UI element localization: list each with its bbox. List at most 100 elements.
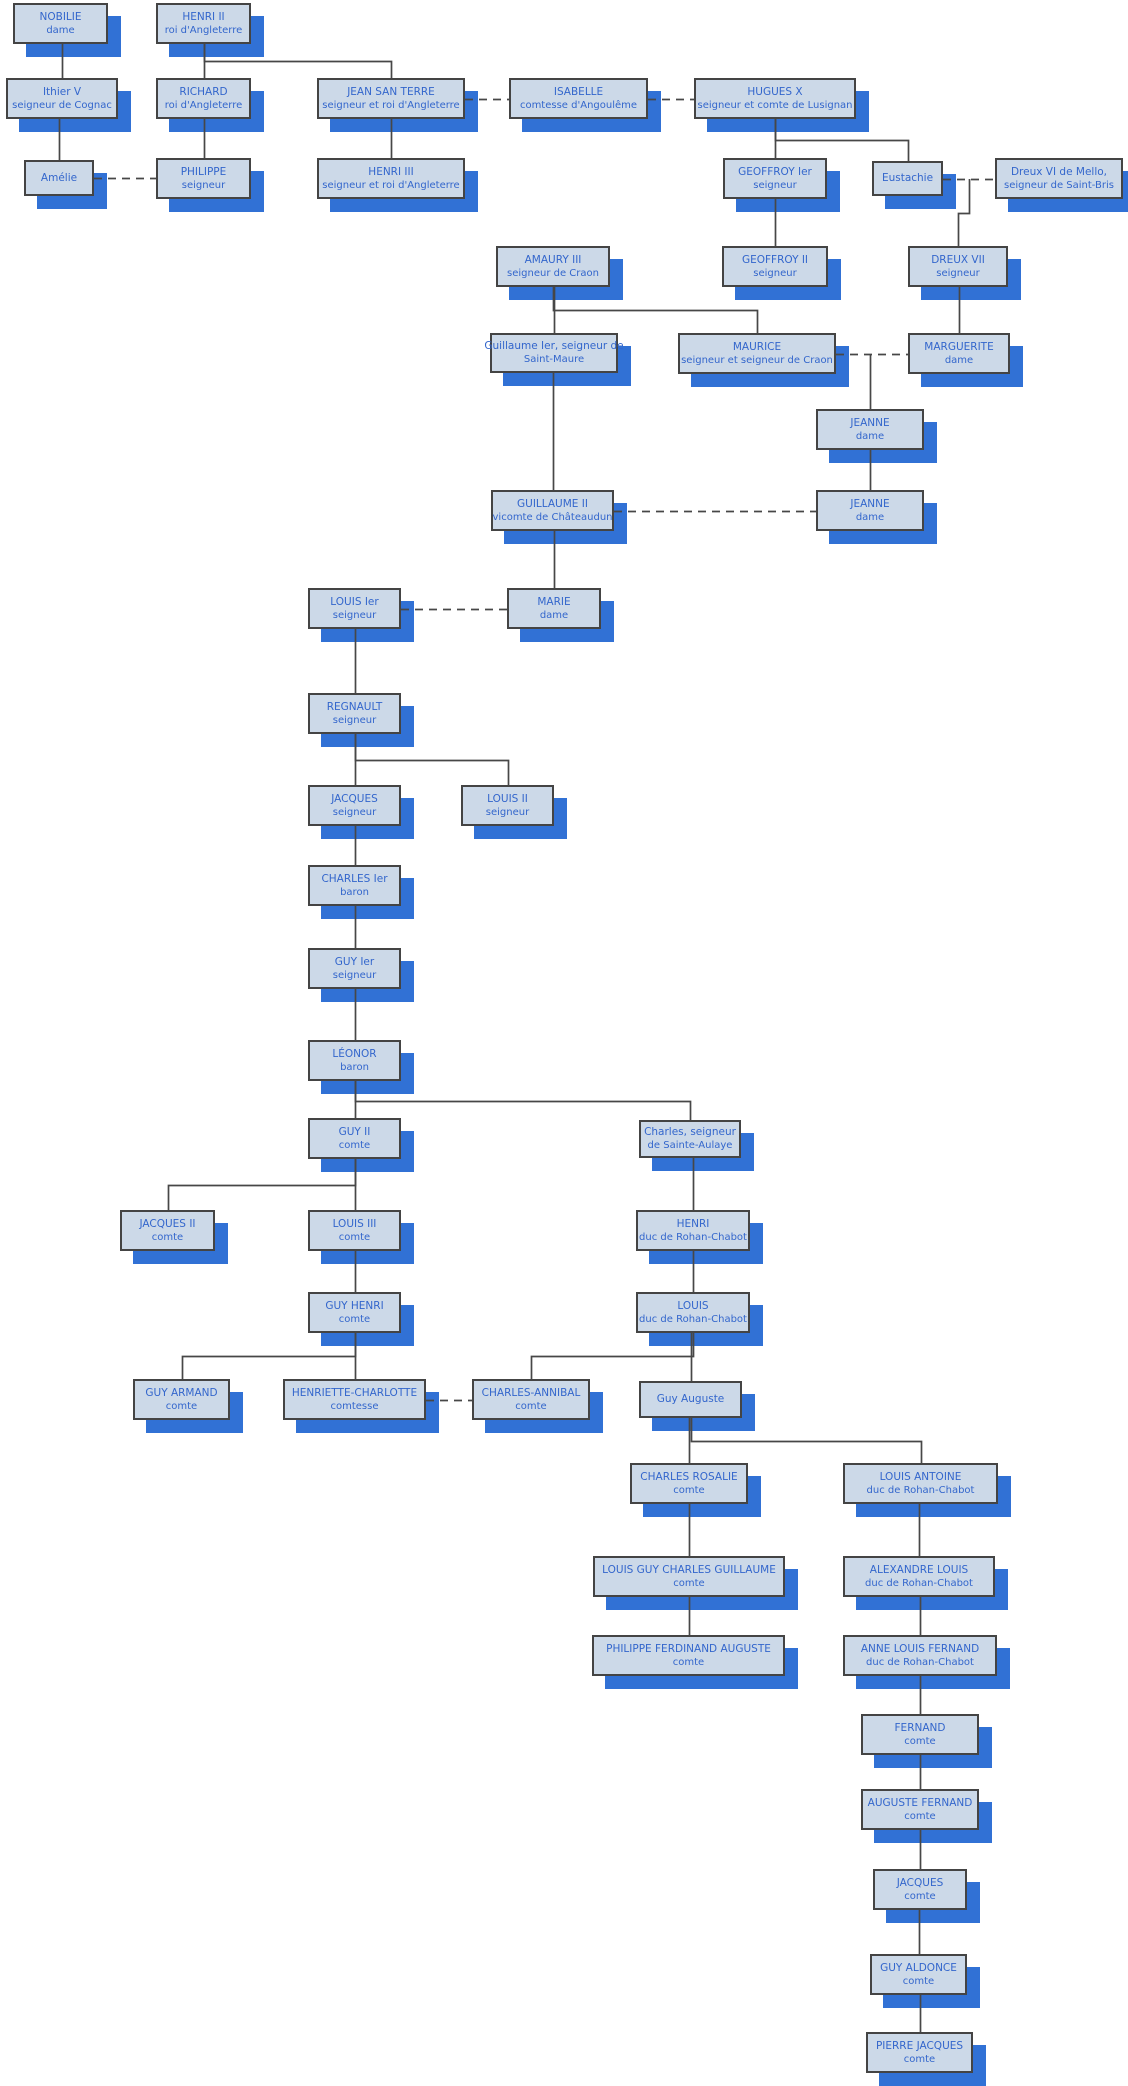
person-name: PHILIPPE FERDINAND AUGUSTE [606, 1642, 771, 1655]
tree-node-dreux6[interactable]: Dreux VI de Mello,seigneur de Saint-Bris [995, 158, 1123, 199]
person-name: MARGUERITE [924, 340, 994, 353]
person-name: LOUIS II [487, 792, 528, 805]
person-name: Ithier V [42, 85, 82, 98]
person-title: seigneur et roi d'Angleterre [322, 179, 460, 191]
person-name: JACQUES II [139, 1217, 196, 1230]
person-title: comte [903, 2053, 936, 2065]
person-title: baron [340, 1061, 369, 1073]
person-name: Eustachie [881, 172, 934, 184]
person-name: PIERRE JACQUES [875, 2039, 964, 2052]
person-title: comte [904, 1810, 936, 1822]
tree-node-amelie[interactable]: Amélie [24, 160, 94, 196]
person-title: seigneur [181, 179, 226, 191]
tree-node-eustachie[interactable]: Eustachie [872, 161, 943, 196]
person-name: HENRI III [368, 165, 414, 178]
person-title: duc de Rohan-Chabot [639, 1313, 747, 1325]
person-name: LOUIS GUY CHARLES GUILLAUME [602, 1563, 776, 1576]
person-name: JACQUES [896, 1876, 944, 1889]
person-name: AMAURY III [524, 253, 582, 266]
person-name: GUY II [338, 1125, 371, 1138]
person-title: seigneur [332, 609, 377, 621]
tree-node-guy_auguste[interactable]: Guy Auguste [639, 1381, 742, 1418]
person-title: baron [340, 886, 369, 898]
person-name: CHARLES ROSALIE [640, 1470, 738, 1483]
person-name: NOBILIE [39, 10, 82, 23]
person-name: HENRI [676, 1217, 710, 1230]
person-title: roi d'Angleterre [164, 24, 243, 36]
person-name: CHARLES Ier [321, 872, 388, 885]
person-name: LOUIS ANTOINE [879, 1470, 962, 1483]
person-name: LOUIS [677, 1299, 709, 1312]
person-title: comte [338, 1231, 371, 1243]
person-title: seigneur de Cognac [12, 99, 112, 111]
person-title: dame [944, 354, 974, 366]
person-title: seigneur [332, 969, 377, 981]
person-title: comtesse [330, 1400, 379, 1412]
person-title: comte [904, 1890, 936, 1902]
person-title: dame [539, 609, 569, 621]
person-title: seigneur [332, 806, 377, 818]
person-title: seigneur et seigneur de Craon [681, 354, 833, 366]
person-name: Amélie [40, 171, 78, 184]
person-title: vicomte de Châteaudun [492, 511, 613, 523]
person-name: LOUIS III [332, 1217, 377, 1230]
person-name: MARIE [537, 595, 571, 608]
person-title: seigneur [332, 714, 377, 726]
person-title: comte [673, 1577, 705, 1589]
person-name: LOUIS Ier [330, 595, 379, 608]
person-name: GEOFFROY Ier [738, 165, 812, 178]
person-name: GUY Ier [334, 955, 375, 968]
person-name: HENRIETTE-CHARLOTTE [291, 1386, 418, 1399]
person-title: duc de Rohan-Chabot [865, 1577, 973, 1589]
